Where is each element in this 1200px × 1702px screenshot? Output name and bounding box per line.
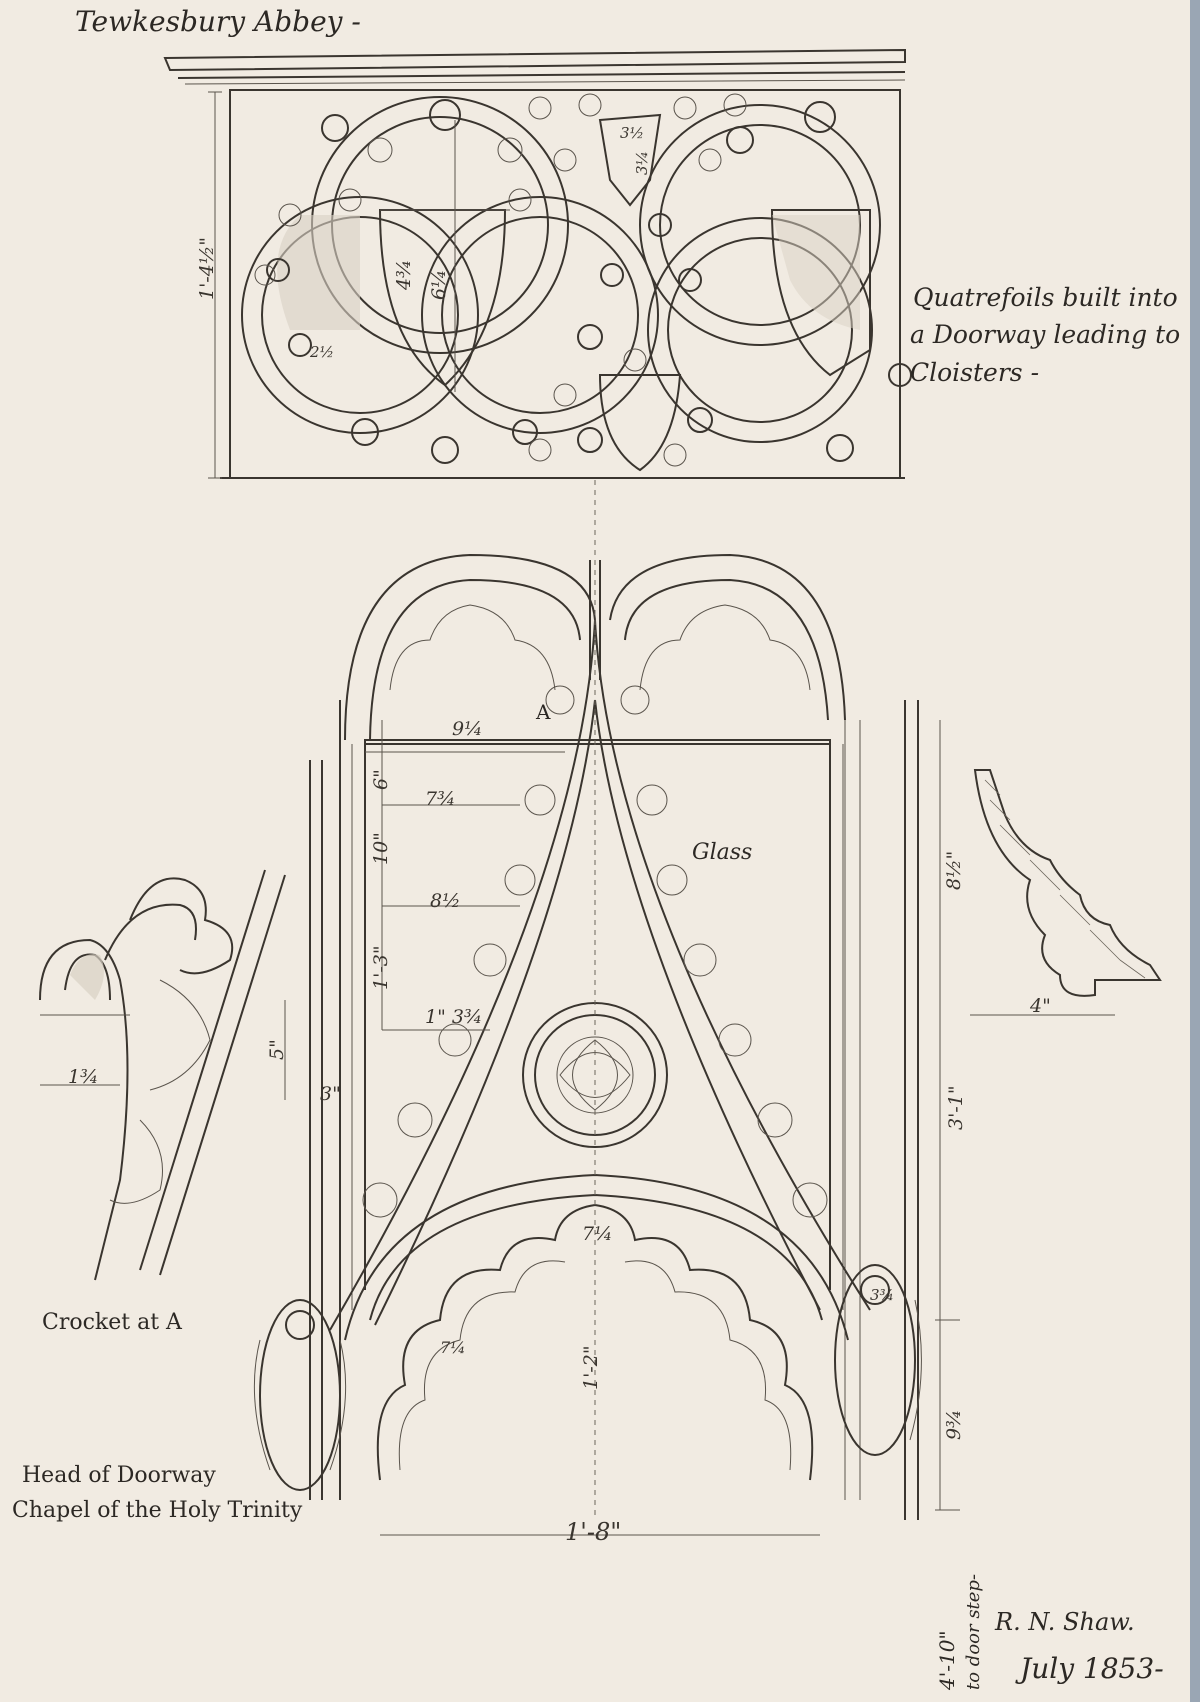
dim-8-2: 8½" bbox=[943, 850, 965, 890]
dim-3: 3" bbox=[320, 1083, 341, 1105]
dim-shield-d: 3½ bbox=[620, 124, 645, 142]
doorway-head bbox=[253, 480, 1115, 1536]
quatrefoil-note-line-1: Quatrefoils built into bbox=[913, 283, 1178, 312]
point-a-label: A bbox=[536, 700, 551, 724]
dim-7-4b: 7¼ bbox=[440, 1338, 466, 1357]
dim-quatrefoil-height: 1'-4½" bbox=[196, 237, 218, 300]
dim-crocket: 1¾ bbox=[68, 1066, 99, 1088]
step-note-line-1: 4'-10" bbox=[935, 1630, 959, 1690]
dim-1-2: 1'-2" bbox=[580, 1345, 602, 1390]
dim-shield-e: 3¼ bbox=[633, 150, 651, 175]
doorway-label-line-2: Chapel of the Holy Trinity bbox=[12, 1498, 303, 1523]
dim-4: 4" bbox=[1030, 995, 1051, 1017]
crocket-detail bbox=[39, 869, 286, 1281]
dim-1-8: 1'-8" bbox=[565, 1518, 622, 1546]
quatrefoil-note-line-3: Cloisters - bbox=[910, 358, 1040, 387]
dim-shield-a: 6¼ bbox=[428, 269, 450, 300]
moulding-profile bbox=[973, 769, 1162, 997]
dim-10: 10" bbox=[370, 832, 392, 865]
dim-3-3-4: 3¾ bbox=[870, 1286, 895, 1304]
dim-3-1: 3'-1" bbox=[945, 1085, 967, 1130]
doorway-label-line-1: Head of Doorway bbox=[22, 1463, 216, 1488]
sheet-edge bbox=[1190, 0, 1200, 1702]
signature: R. N. Shaw. bbox=[995, 1608, 1135, 1636]
dim-6: 6" bbox=[370, 769, 392, 790]
drawing-title: Tewkesbury Abbey - bbox=[75, 5, 361, 38]
dim-9-3-4: 9¾ bbox=[943, 1409, 965, 1440]
dim-7-1-4: 7¼ bbox=[582, 1223, 613, 1245]
quatrefoil-panel bbox=[163, 48, 912, 479]
dim-shield-b: 4¾ bbox=[393, 259, 415, 290]
dim-1-3: 1'-3" bbox=[370, 945, 392, 990]
dim-7-3-4: 7¾ bbox=[425, 788, 456, 810]
quatrefoil-note-line-2: a Doorway leading to bbox=[910, 320, 1181, 349]
dim-8-1-2: 8½ bbox=[430, 890, 461, 912]
glass-label: Glass bbox=[692, 840, 753, 865]
dim-shield-c: 2½ bbox=[310, 343, 335, 361]
date: July 1853- bbox=[1020, 1652, 1164, 1685]
dim-span-top: 9¼ bbox=[452, 718, 483, 740]
crocket-label: Crocket at A bbox=[42, 1310, 182, 1335]
dim-5: 5" bbox=[266, 1039, 288, 1060]
dim-1-3-3-4: 1" 3¾ bbox=[425, 1006, 483, 1028]
step-note-line-2: to door step- bbox=[963, 1573, 984, 1690]
